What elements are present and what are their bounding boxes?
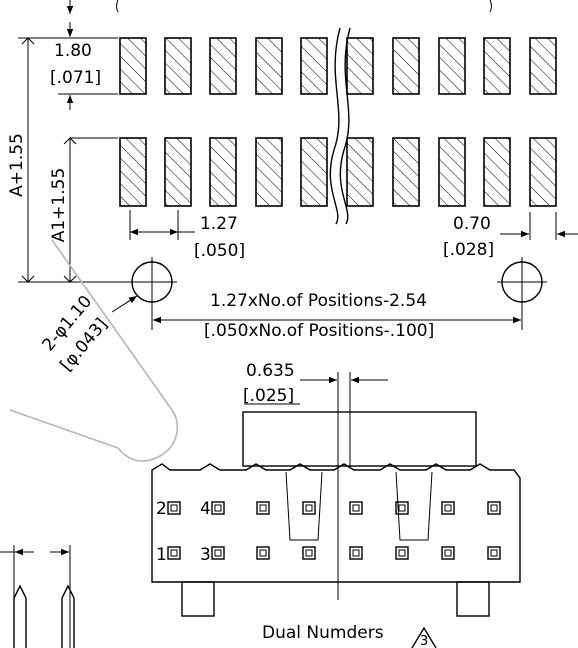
pin-grid [167,501,501,560]
lower-pin-square [256,546,270,560]
pointer-watermark [9,239,179,462]
mounting-holes [127,257,547,330]
left-dimension-lines [18,22,130,283]
bottom-row-pad [529,137,557,207]
pad-width-mm-label: 0.70 [453,214,491,234]
pitch-mm-label: 1.27 [200,214,238,234]
pin-3-label: 3 [200,545,211,565]
span-mm-label: 1.27xNo.of Positions-2.54 [210,291,427,311]
lower-pin-inner [170,549,178,557]
upper-pin-inner [490,504,498,512]
a1-plus-label: A1+1.55 [49,168,69,243]
bottom-row-pad [209,137,237,207]
lower-pin-square [441,546,455,560]
lower-pin-inner [444,549,452,557]
upper-pin-inner [398,504,406,512]
connector-body [151,411,521,617]
lower-pin-inner [490,549,498,557]
lower-pin-inner [214,549,222,557]
top-row-pad [300,37,328,95]
top-row-pad [346,37,374,95]
offset-mm-label: 0.635 [246,361,295,381]
offset-dimension [244,372,388,600]
hole-leader [111,295,138,313]
top-row-pad [392,37,420,95]
pitch-dimension [129,210,195,240]
revision-mark-label: 3 [420,634,428,648]
upper-pin-square [441,501,455,515]
pin-4-label: 4 [200,499,211,519]
top-pad-row [119,37,557,95]
upper-pin-inner [214,504,222,512]
upper-pin-inner [444,504,452,512]
pad-length-mm-label: 1.80 [54,41,92,61]
lower-pin-inner [352,549,360,557]
upper-pin-square [349,501,363,515]
upper-pin-square [211,501,225,515]
upper-pin-square [395,501,409,515]
lower-pin-square [302,546,316,560]
pad-length-in-label: [.071] [50,68,101,88]
pin-2-label: 2 [156,499,167,519]
upper-pin-square [302,501,316,515]
bottom-pad-row [119,137,557,207]
offset-in-label: [.025] [243,386,294,406]
caption-text: Dual Numders [262,623,384,643]
top-row-pad [209,37,237,95]
pitch-in-label: [.050] [194,241,245,261]
lower-pin-square [487,546,501,560]
pin-1-label: 1 [156,545,167,565]
bottom-row-pad [483,137,511,207]
bottom-row-pad [164,137,192,207]
revision-triangle-icon: 3 [411,626,437,648]
side-pins-fragment [0,545,75,648]
top-edge-fragment [66,0,492,14]
lower-pin-square [395,546,409,560]
pad-width-dimension [500,212,578,240]
bottom-row-pad [119,137,147,207]
span-in-label: [.050xNo.of Positions-.100] [204,321,434,341]
bottom-row-pad [438,137,466,207]
top-row-pad [529,37,557,95]
top-row-pad [255,37,283,95]
upper-pin-square [256,501,270,515]
lower-pin-square [349,546,363,560]
bottom-row-pad [255,137,283,207]
break-lines [329,27,351,225]
upper-pin-inner [305,504,313,512]
lower-pin-inner [398,549,406,557]
upper-pin-square [167,501,181,515]
lower-pin-inner [259,549,267,557]
top-row-pad [164,37,192,95]
upper-pin-inner [259,504,267,512]
bottom-row-pad [392,137,420,207]
a-plus-label: A+1.55 [7,133,27,197]
upper-pin-inner [170,504,178,512]
top-row-pad [119,37,147,95]
pad-width-in-label: [.028] [443,240,494,260]
top-row-pad [483,37,511,95]
bottom-row-pad [346,137,374,207]
bottom-row-pad [300,137,328,207]
top-row-pad [438,37,466,95]
upper-pin-square [487,501,501,515]
lower-pin-inner [305,549,313,557]
upper-pin-inner [352,504,360,512]
lower-pin-square [211,546,225,560]
lower-pin-square [167,546,181,560]
